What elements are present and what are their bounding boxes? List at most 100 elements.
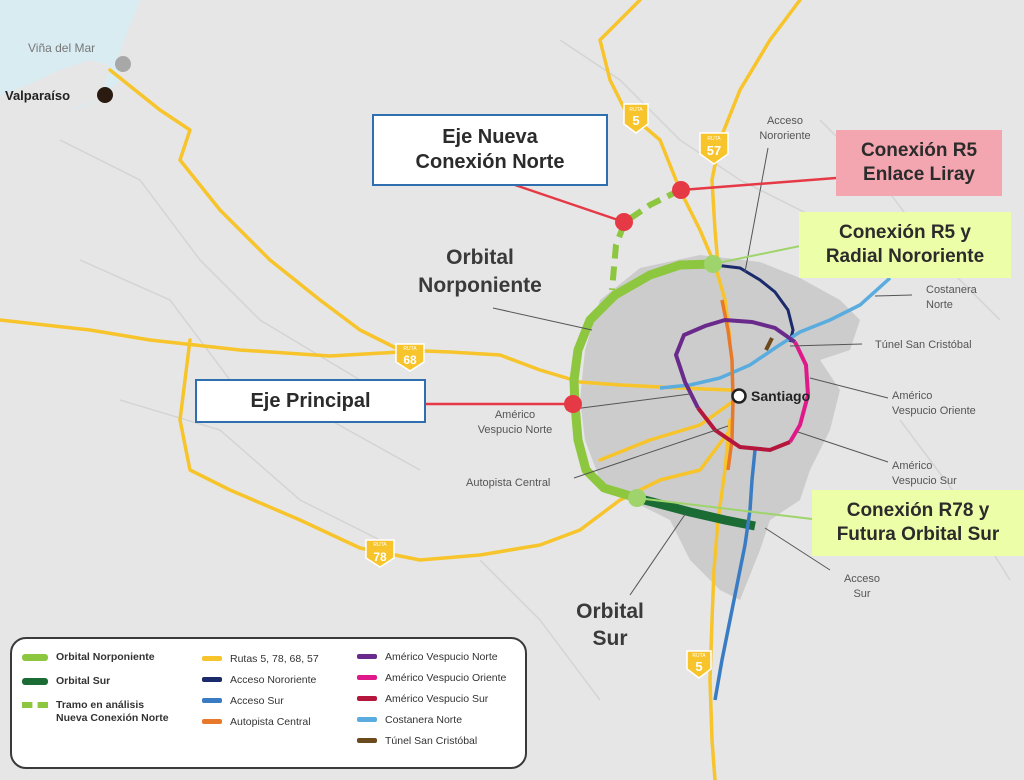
legend-item: Américo Vespucio Sur — [357, 693, 488, 706]
ruta-68 — [108, 68, 732, 392]
callout-line-2: Radial Nororiente — [825, 246, 985, 267]
ruta-78 — [178, 338, 732, 562]
legend-swatch — [357, 696, 377, 701]
legend-label: Américo Vespucio Sur — [385, 693, 489, 705]
callout-line-2: Enlace Liray — [863, 164, 975, 185]
legend-label: Orbital Norponiente — [56, 651, 155, 663]
americo-vespucio-sur-route — [696, 406, 791, 453]
shield-ruta-57: RUTA 57 — [699, 132, 729, 165]
label-line-2: Vespucio Oriente — [892, 405, 976, 417]
callout-conexion-r78: Conexión R78 y Futura Orbital Sur — [812, 490, 1024, 556]
legend-swatch — [22, 678, 48, 685]
shield-label: RUTA — [707, 136, 721, 142]
legend-swatch — [202, 698, 222, 703]
city-dot-valparaiso — [97, 87, 113, 103]
ruta-68-costa — [0, 318, 402, 358]
callout-text: Eje Principal — [250, 389, 371, 412]
costanera-norte-route — [659, 276, 892, 390]
legend-swatch — [22, 702, 48, 708]
callout-eje-nueva-conexion-norte: Eje Nueva Conexión Norte — [372, 114, 608, 186]
shield-label: RUTA — [692, 653, 706, 659]
label-line-2: Nororiente — [759, 130, 810, 142]
label-line-2: Norte — [926, 299, 953, 311]
legend-label: Américo Vespucio Norte — [385, 651, 498, 663]
label-line-2: Sur — [592, 627, 627, 650]
label-orbital-sur: Orbital Sur — [576, 600, 644, 650]
marker-eje-principal — [564, 395, 582, 413]
shield-number: 68 — [403, 353, 417, 367]
label-americo-vespucio-oriente: Américo Vespucio Oriente — [892, 390, 976, 417]
label-line-1: Américo — [495, 409, 535, 421]
legend-label: Rutas 5, 78, 68, 57 — [230, 653, 319, 665]
legend-label: Autopista Central — [230, 716, 311, 728]
label-line-1: Américo — [892, 460, 932, 472]
label-tunel-san-cristobal: Túnel San Cristóbal — [875, 339, 972, 351]
orbital-sur-route — [635, 493, 756, 531]
callout-line-2: Futura Orbital Sur — [836, 524, 1000, 545]
legend-swatch — [357, 675, 377, 680]
legend-swatch — [357, 717, 377, 722]
legend-label: Túnel San Cristóbal — [385, 735, 478, 747]
callout-conexion-r5-radial: Conexión R5 y Radial Nororiente — [799, 212, 1011, 278]
ruta-5-norte — [598, 0, 732, 342]
label-americo-vespucio-sur: Américo Vespucio Sur — [892, 460, 957, 487]
legend-swatch — [202, 677, 222, 682]
label-americo-vespucio-norte: Américo Vespucio Norte — [478, 409, 553, 436]
city-label-santiago: Santiago — [751, 388, 810, 404]
label-line-1: Acceso — [844, 573, 880, 585]
callout-connectors — [425, 176, 837, 520]
label-line-1: Orbital — [576, 600, 644, 623]
label-line-1: Orbital — [446, 246, 514, 269]
shield-label: RUTA — [403, 346, 417, 352]
marker-enlace-liray — [672, 181, 690, 199]
shield-ruta-78: RUTA 78 — [365, 539, 395, 568]
shield-label: RUTA — [629, 107, 643, 113]
label-autopista-central: Autopista Central — [466, 477, 550, 489]
callout-eje-principal: Eje Principal — [195, 379, 426, 423]
shield-number: 5 — [695, 659, 702, 674]
legend-label: Costanera Norte — [385, 714, 463, 726]
autopista-central-route — [720, 299, 735, 471]
marker-conexion-r78 — [628, 489, 646, 507]
legend-swatch — [202, 719, 222, 724]
legend-item: Américo Vespucio Oriente — [357, 672, 506, 685]
ruta-central — [598, 398, 737, 462]
label-line-1: Costanera — [926, 284, 978, 296]
ruta-5-sur — [708, 418, 732, 780]
label-orbital-norponiente: Orbital Norponiente — [418, 246, 542, 297]
city-label-vina: Viña del Mar — [28, 41, 95, 55]
callout-line-2: Conexión Norte — [415, 151, 565, 173]
americo-vespucio-norte-route — [673, 317, 797, 409]
legend-label: Acceso Sur — [230, 695, 284, 707]
legend-item: Costanera Norte — [357, 714, 462, 727]
city-label-valparaiso: Valparaíso — [5, 88, 70, 103]
callout-line-1: Conexión R5 — [860, 140, 978, 162]
callout-line-1: Conexión R78 y — [846, 500, 990, 522]
label-costanera-norte: Costanera Norte — [926, 284, 978, 311]
callout-line-1: Eje Nueva — [442, 126, 538, 148]
legend-item: Acceso Nororiente — [202, 674, 316, 687]
acceso-nororiente-route — [714, 263, 795, 343]
legend-item: Orbital Norponiente — [22, 651, 155, 664]
coast-land — [0, 60, 110, 120]
shield-number: 78 — [373, 550, 387, 564]
legend-swatch — [357, 738, 377, 743]
acceso-sur-route — [713, 449, 757, 701]
legend-item: Rutas 5, 78, 68, 57 — [202, 653, 319, 666]
legend-swatch — [357, 654, 377, 659]
legend-item: Acceso Sur — [202, 695, 284, 708]
shield-ruta-5-norte: RUTA 5 — [623, 103, 649, 134]
shield-number: 5 — [632, 113, 639, 128]
legend-swatch — [22, 654, 48, 661]
shield-ruta-5-sur: RUTA 5 — [686, 650, 712, 679]
label-line-2: Vespucio Norte — [478, 424, 553, 436]
legend-item: Túnel San Cristóbal — [357, 735, 477, 748]
legend-item: Autopista Central — [202, 716, 311, 729]
legend-swatch — [202, 656, 222, 661]
callout-line-1: Conexión R5 y — [839, 222, 971, 244]
city-dot-vina — [115, 56, 131, 72]
americo-vespucio-oriente-route — [788, 341, 811, 444]
